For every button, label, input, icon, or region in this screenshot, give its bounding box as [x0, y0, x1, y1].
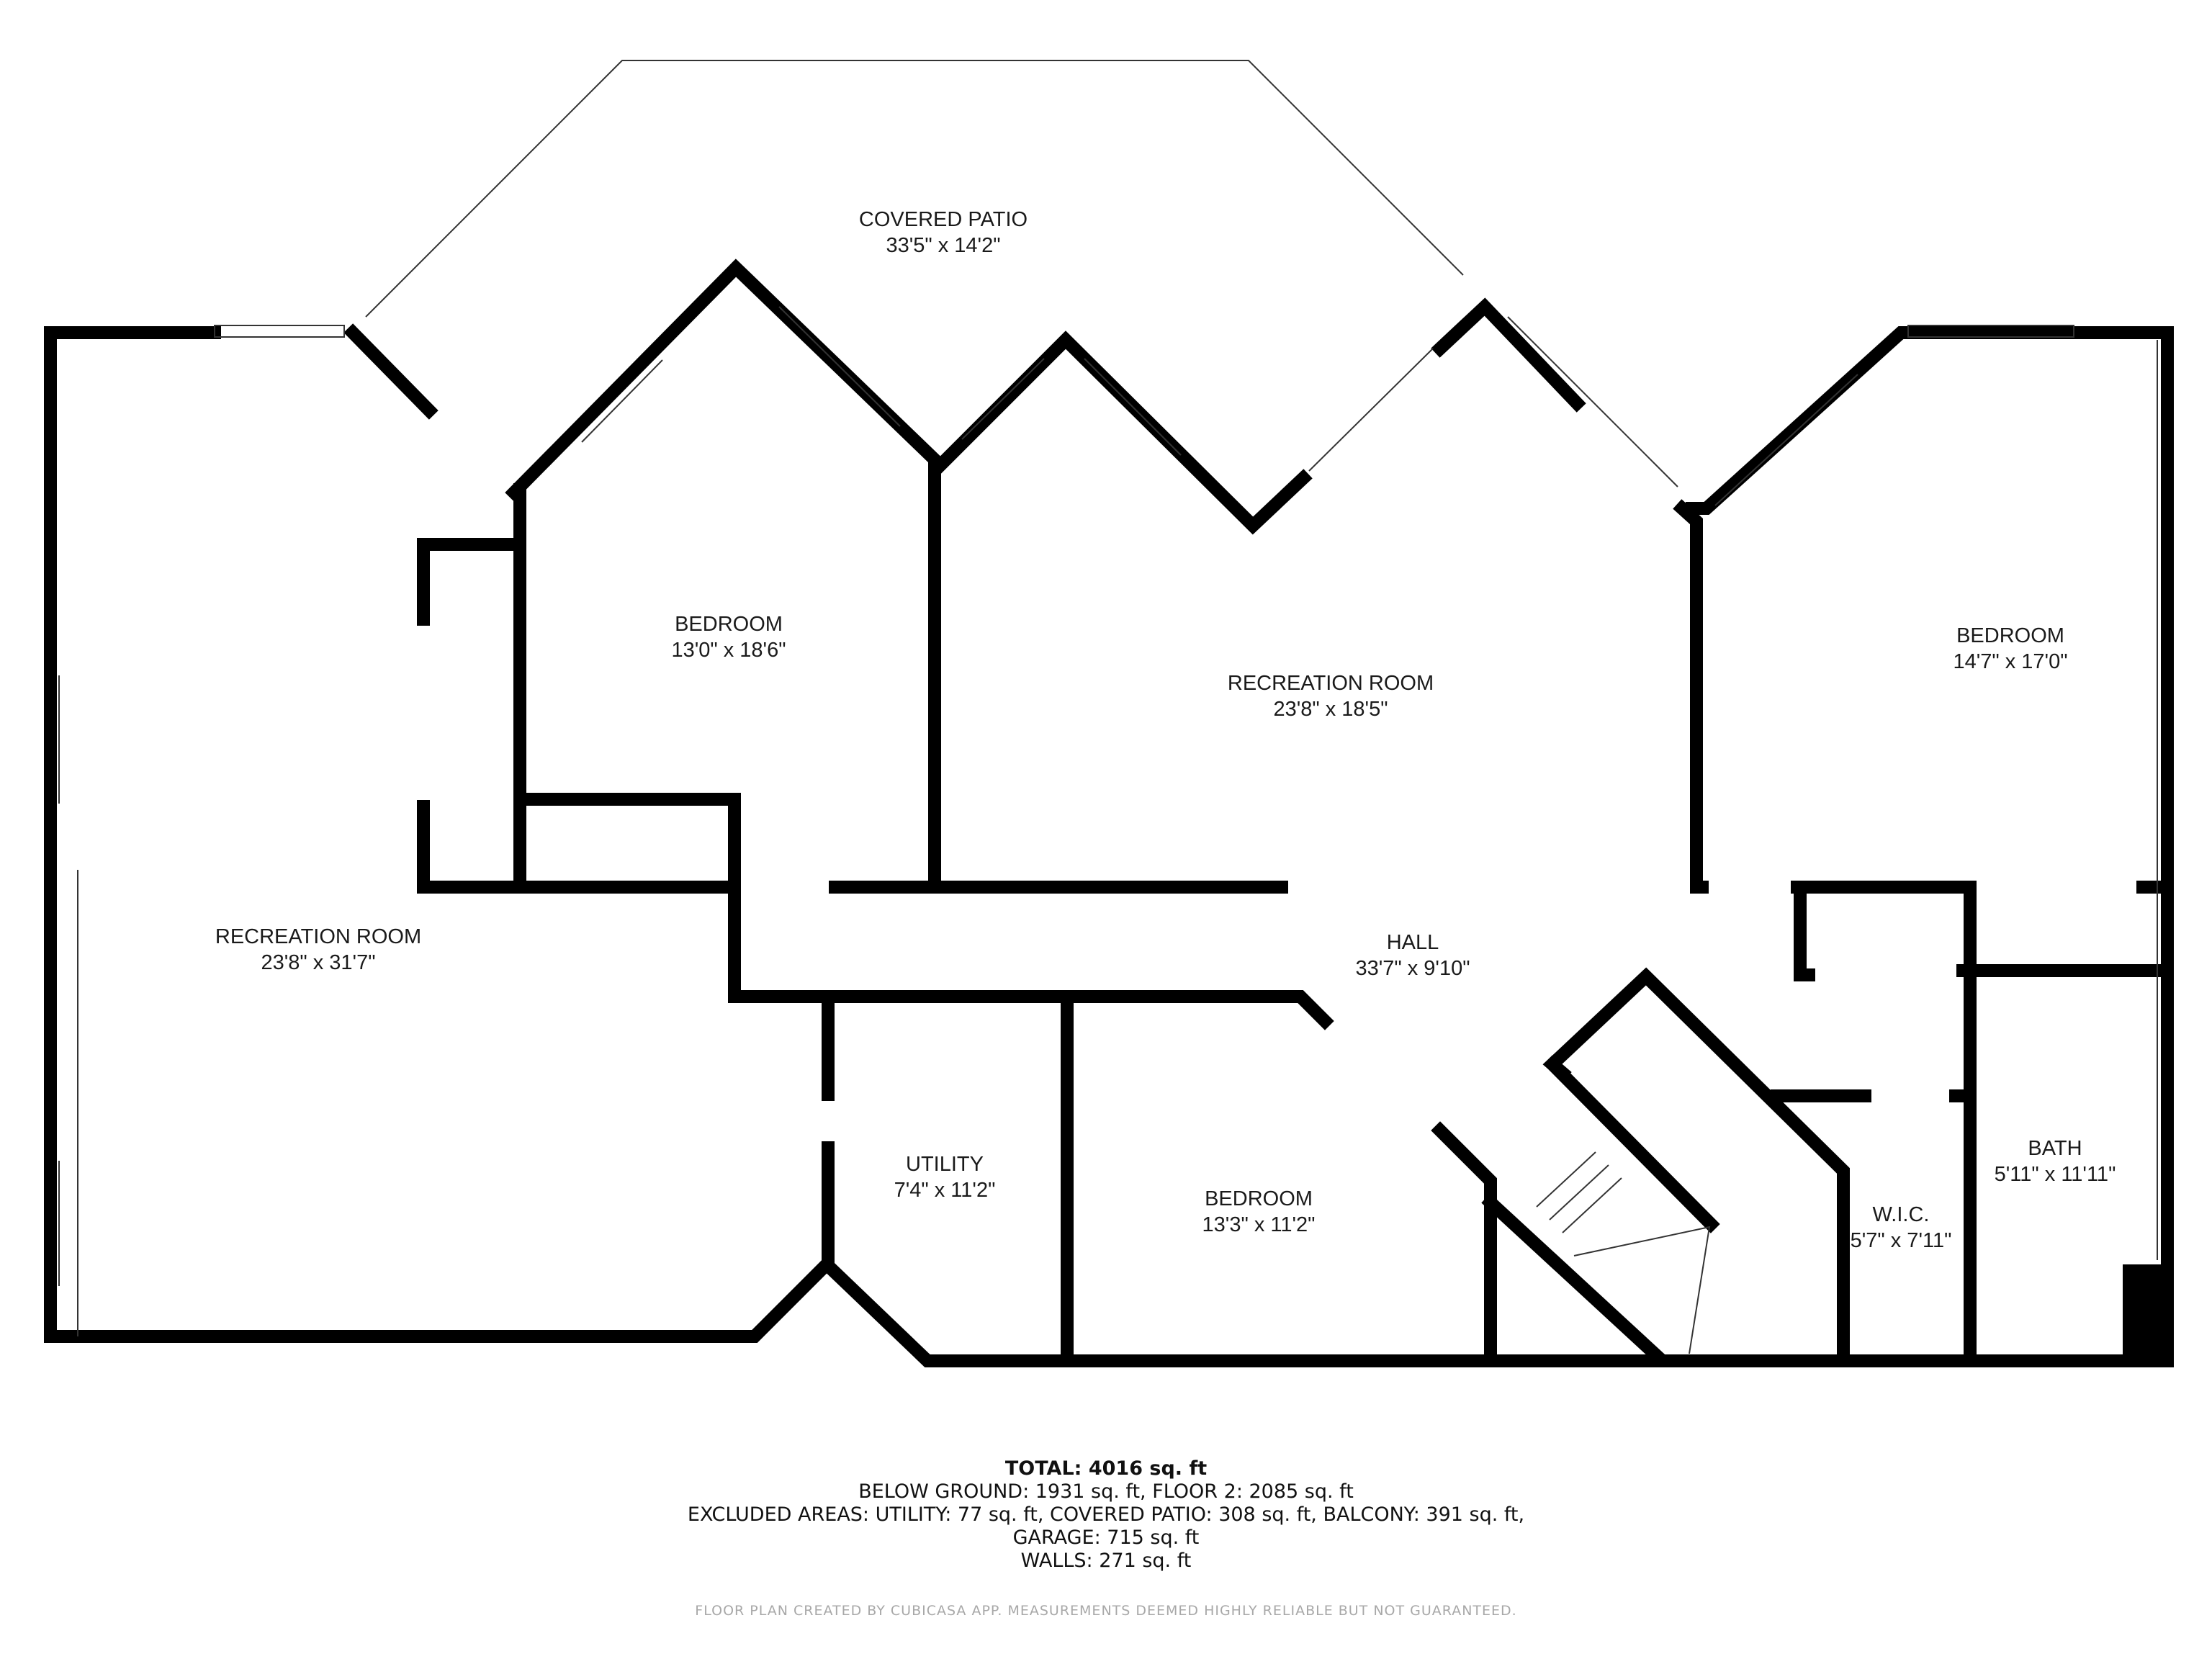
wall-patio-edge	[343, 323, 439, 420]
window-top-left	[214, 325, 345, 338]
total-line: TOTAL: 4016 sq. ft	[0, 1457, 2212, 1480]
walls	[44, 258, 2174, 1367]
size-covered-patio: 33'5" x 14'2"	[886, 234, 1000, 257]
size-recreation-left: 23'8" x 31'7"	[261, 951, 375, 974]
totals-line-2: EXCLUDED AREAS: UTILITY: 77 sq. ft, COVE…	[687, 1503, 1525, 1526]
wall-closet-left-lower	[417, 800, 735, 894]
wall-right-peak-join	[1673, 499, 1703, 894]
size-recreation-center: 23'8" x 18'5"	[1273, 698, 1388, 721]
label-wic: W.I.C.	[1873, 1203, 1930, 1226]
wall-closet-center	[526, 793, 741, 894]
window-bedroom1-right	[778, 306, 901, 427]
size-bath: 5'11" x 11'11"	[1995, 1163, 2116, 1186]
stair-arc	[1573, 1226, 1711, 1354]
room-labels: COVERED PATIO 33'5" x 14'2" BEDROOM 13'0…	[215, 208, 2116, 1252]
window-right-top	[1907, 325, 2074, 338]
wall-outer-left	[44, 326, 2174, 1367]
patio-outline	[365, 60, 1464, 318]
wall-stair	[1481, 1193, 1665, 1364]
window-center-diag	[1308, 348, 1434, 472]
totals-line-1: BELOW GROUND: 1931 sq. ft, FLOOR 2: 2085…	[858, 1480, 1354, 1503]
stairs	[1536, 1151, 1711, 1354]
label-utility: UTILITY	[906, 1153, 984, 1176]
wall-closet-right	[1791, 881, 1977, 1362]
window-bedroom1-left	[581, 359, 663, 443]
size-bedroom-2: 14'7" x 17'0"	[1953, 650, 2067, 673]
stair-line-1	[1536, 1151, 1596, 1208]
label-covered-patio: COVERED PATIO	[859, 208, 1028, 231]
totals-line-4: WALLS: 271 sq. ft	[1020, 1550, 1192, 1572]
wall-hall-bottom	[728, 881, 1334, 1030]
wall-center-right-peak	[1431, 297, 1586, 413]
label-bedroom-3: BEDROOM	[1205, 1187, 1313, 1210]
wall-closet-right-inner	[1794, 881, 1815, 981]
label-recreation-center: RECREATION ROOM	[1228, 672, 1434, 695]
size-utility: 7'4" x 11'2"	[894, 1179, 996, 1202]
label-bath: BATH	[2028, 1137, 2082, 1160]
credit-text: FLOOR PLAN CREATED BY CUBICASA APP. MEAS…	[695, 1603, 1517, 1619]
total-value: 4016 sq. ft	[1088, 1457, 1208, 1480]
bath-column	[2123, 1264, 2167, 1361]
area-totals: TOTAL: 4016 sq. ft BELOW GROUND: 1931 sq…	[0, 1457, 2212, 1573]
totals-line-3: GARAGE: 715 sq. ft	[1012, 1527, 1200, 1549]
windows	[58, 60, 2158, 1336]
wall-stair-inner	[1543, 1055, 1720, 1233]
wall-closet-left	[417, 538, 513, 626]
window-center-peak	[1084, 358, 1182, 456]
label-hall: HALL	[1387, 931, 1439, 954]
stair-line-3	[1562, 1177, 1622, 1233]
label-recreation-left: RECREATION ROOM	[215, 925, 421, 948]
wall-bedroom1-left	[505, 258, 1313, 535]
window-right-peak	[1507, 316, 1678, 487]
label-bedroom-2: BEDROOM	[1956, 624, 2064, 647]
window-center-left	[961, 358, 1045, 440]
size-wic: 5'7" x 7'11"	[1851, 1229, 1952, 1252]
size-bedroom-1: 13'0" x 18'6"	[671, 639, 786, 662]
wall-bedroom3-diag	[1431, 1121, 1497, 1362]
window-right-bedroom-diag	[1714, 374, 1858, 506]
size-bedroom-3: 13'3" x 11'2"	[1202, 1213, 1316, 1236]
stair-line-2	[1549, 1164, 1609, 1220]
size-hall: 33'7" x 9'10"	[1355, 957, 1470, 980]
total-label: TOTAL:	[1004, 1457, 1082, 1480]
label-bedroom-1: BEDROOM	[675, 613, 783, 636]
